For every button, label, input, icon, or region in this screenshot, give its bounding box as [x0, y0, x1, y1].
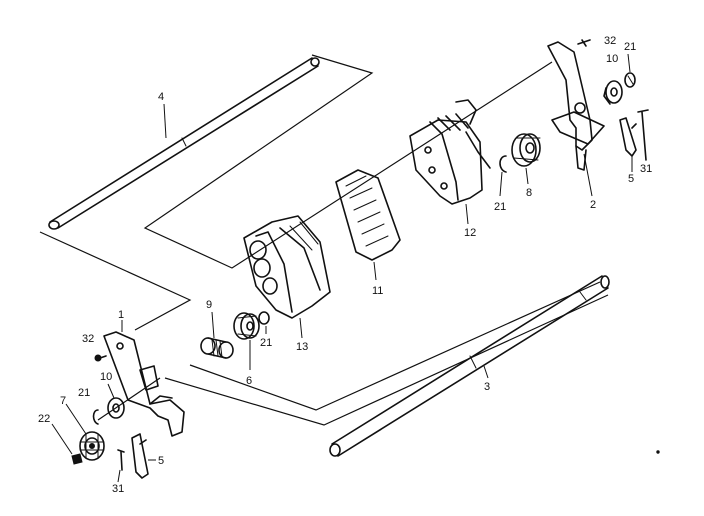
label-screw-32-left: 32: [82, 333, 94, 345]
screw-31-right: [637, 109, 649, 161]
bushing-10-right: [603, 80, 623, 105]
reference-outline-upper: [143, 54, 553, 269]
label-rod-3: 3: [484, 381, 490, 393]
label-nut-22: 22: [38, 413, 50, 425]
ring-21-mid-right: [499, 155, 507, 173]
leader-bushing-10-left: [107, 383, 115, 399]
label-rod-4: 4: [158, 91, 164, 103]
label-washer-21-left: 21: [78, 387, 90, 399]
block-12: [409, 99, 491, 205]
label-screw-32-right: 32: [604, 35, 616, 47]
gear-8: [511, 133, 541, 167]
leader-nut-22: [51, 423, 73, 455]
label-washer-21-right: 21: [624, 41, 636, 53]
lever-5-right: [619, 117, 637, 157]
leader-gear-7: [65, 403, 87, 435]
frame-right-2: [547, 41, 605, 171]
screw-31-left: [117, 449, 125, 471]
leader-gear-8: [525, 167, 529, 185]
leader-washer-21-right: [627, 53, 631, 73]
label-bushing-10-left: 10: [100, 371, 112, 383]
rod-4: [48, 57, 320, 230]
label-lever-5-right: 5: [628, 173, 634, 185]
pad-11: [335, 169, 401, 261]
leader-frame-right: [583, 153, 593, 197]
gear-7: [79, 431, 105, 461]
leader-block-12: [465, 203, 469, 225]
label-pad-11: 11: [372, 285, 383, 297]
label-frame-right: 2: [590, 199, 596, 211]
washer-21-left: [92, 409, 99, 425]
label-bushing-10-right: 10: [606, 53, 618, 65]
label-lever-5-left: 5: [158, 455, 164, 467]
label-ring-21-mid-left: 21: [260, 337, 272, 349]
label-block-12: 12: [464, 227, 476, 239]
gear-6: [233, 312, 260, 340]
block-13: [243, 215, 331, 319]
leader-block-13: [299, 317, 303, 339]
washer-21-right: [624, 72, 636, 88]
ring-21-mid-left: [258, 311, 270, 325]
nut-22: [71, 453, 83, 465]
leader-ring-21-mid-right: [499, 171, 503, 197]
rod-3: [329, 275, 610, 457]
label-gear-6: 6: [246, 375, 252, 387]
leader-spring-9: [211, 311, 215, 339]
screw-32-right: [577, 39, 591, 47]
leader-screw-31-left: [117, 469, 121, 483]
leader-pad-11: [373, 261, 377, 281]
label-block-13: 13: [296, 341, 308, 353]
speck: [656, 450, 660, 454]
label-ring-21-mid-right: 21: [494, 201, 506, 213]
label-spring-9: 9: [206, 299, 212, 311]
leader-rod-4: [163, 103, 167, 139]
screw-32-left: [94, 354, 107, 362]
label-screw-31-right: 31: [640, 163, 652, 175]
label-gear-7: 7: [60, 395, 66, 407]
label-screw-31-left: 31: [112, 483, 124, 495]
bushing-10-left: [107, 397, 125, 419]
leader-rod-3: [483, 365, 489, 379]
lever-5-left: [131, 433, 149, 479]
spring-9: [200, 337, 234, 359]
frame-left-1: [103, 331, 185, 437]
reference-outline-lower: [164, 281, 609, 426]
label-gear-8: 8: [526, 187, 532, 199]
label-frame-left: 1: [118, 309, 124, 321]
reference-outline-left: [39, 231, 192, 421]
